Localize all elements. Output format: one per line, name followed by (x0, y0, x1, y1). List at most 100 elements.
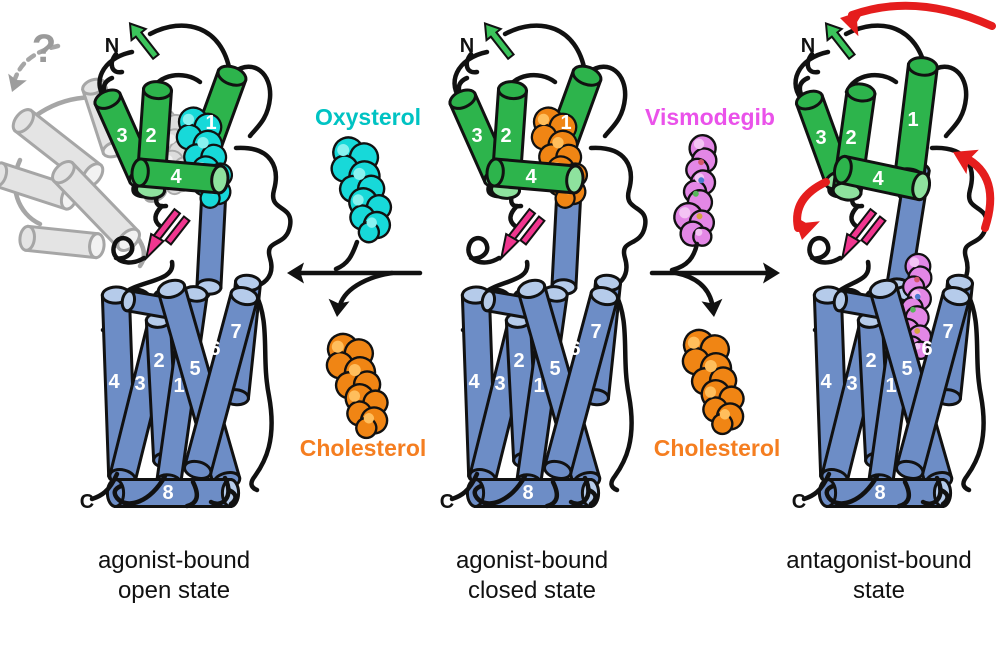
crd-domain-middle: 1 23 4 (448, 22, 603, 209)
tm-helix-6-right (894, 285, 972, 481)
red-arrow-top (848, 1, 996, 30)
n-terminus-middle: N (460, 35, 474, 57)
crd-helix-4-number-middle: 4 (525, 166, 537, 188)
crd-helix-3-number-middle: 3 (471, 125, 482, 147)
tm-helix-4-number-middle: 4 (468, 371, 480, 393)
loop-front-right-0 (801, 471, 832, 502)
cholesterol-left-molecule (325, 332, 389, 440)
reaction-left-arrowhead (287, 262, 304, 284)
loop-front-right-4 (938, 487, 950, 507)
tm-helix-6-middle (542, 285, 620, 481)
loop-middle-10 (588, 145, 648, 291)
loop-front-middle-1 (472, 473, 528, 506)
loop-middle-8 (466, 235, 502, 265)
tm-helix-3-number-left: 3 (134, 373, 145, 395)
crd-helix-3-number-right: 3 (815, 127, 826, 149)
loop-right-11 (927, 64, 969, 139)
crd-helix-1-number-right: 1 (907, 109, 918, 131)
crd-helix-1-number-middle: 1 (560, 112, 571, 134)
crd-helix-2-number-right: 2 (845, 127, 856, 149)
loop-front-middle-3 (568, 475, 591, 506)
tm-helix-4-number-right: 4 (820, 371, 832, 393)
middle-state-line1: agonist-bound (456, 547, 608, 574)
n-terminus-left: N (105, 35, 119, 57)
loop-front-left-3 (208, 475, 231, 506)
loop-front-right-3 (920, 475, 943, 506)
middle-state-line2: closed state (468, 577, 596, 604)
vismodegib-label: Vismodegib (645, 104, 775, 130)
tm-helix-1-number-middle: 1 (533, 375, 544, 397)
n-terminus-right: N (801, 35, 815, 57)
tm-helix-7-number-middle: 7 (590, 321, 601, 343)
tm-helix-2-number-right: 2 (865, 350, 876, 372)
reaction-right-down-arrowhead (701, 298, 723, 317)
hinge-hairpin-middle (499, 207, 546, 262)
reaction-right-in-curve (669, 241, 700, 273)
crd-helix-4-left (130, 157, 230, 195)
loop-right-17 (961, 289, 986, 493)
tm-helix-8-number-middle: 8 (522, 482, 533, 504)
n-strand-left (128, 22, 161, 61)
loop-front-left-1 (112, 473, 168, 506)
oxysterol-molecule (330, 136, 393, 244)
loop-left-8 (111, 235, 147, 265)
red-arrow-top-head (840, 9, 865, 37)
loop-front-middle-4 (586, 487, 598, 507)
loop-middle-17 (609, 289, 634, 493)
loop-right-8 (807, 235, 843, 265)
red-arrow-right (960, 153, 995, 232)
loop-left-1 (147, 23, 233, 75)
loop-front-left-4 (226, 487, 238, 507)
red-arrow-left-head (793, 215, 820, 240)
reaction-arrow-left (287, 239, 423, 317)
left-state-line2: open state (118, 577, 230, 604)
reaction-arrow-right (649, 241, 780, 317)
cholesterol-right-label: Cholesterol (654, 435, 781, 461)
crd-helix-4-right (832, 154, 932, 202)
reaction-right-arrowhead (763, 262, 780, 284)
cholesterol-right-molecule (681, 328, 745, 436)
tm-helix-3-number-right: 3 (846, 373, 857, 395)
tm-helix-6-number-left: 6 (209, 338, 220, 360)
loop-right-7 (849, 203, 861, 229)
reaction-left-down-arrowhead (328, 298, 350, 317)
n-strand-middle (483, 22, 516, 61)
crd-helix-2-number-left: 2 (145, 125, 156, 147)
loop-front-left-0 (89, 471, 120, 502)
oxysterol-label: Oxysterol (315, 104, 421, 130)
crd-helix-4-middle (485, 157, 585, 195)
crd-helix-3-number-left: 3 (116, 125, 127, 147)
reaction-left-out-curve (337, 270, 395, 308)
loop-front-right-1 (824, 473, 880, 506)
tm-helix-1-number-right: 1 (885, 375, 896, 397)
loop-left-17 (249, 289, 274, 493)
tm-helix-1-number-left: 1 (173, 375, 184, 397)
loop-middle-1 (502, 23, 588, 75)
crd-helix-2-number-middle: 2 (500, 125, 511, 147)
red-arrow-right-head (953, 149, 979, 175)
tm-helix-6-number-middle: 6 (569, 338, 580, 360)
state-captions: agonist-bound open state agonist-bound clos… (98, 547, 972, 604)
crd-helix-4-number-right: 4 (872, 168, 884, 190)
motion-arrows (793, 1, 996, 240)
loop-middle-7 (508, 203, 520, 229)
left-state-line1: agonist-bound (98, 547, 250, 574)
right-state-line2: state (853, 577, 905, 604)
tm-helix-6-number-right: 6 (921, 338, 932, 360)
tm-helix-8-number-left: 8 (162, 482, 173, 504)
crd-helix-1-number-left: 1 (205, 112, 216, 134)
tm-helix-3-number-middle: 3 (494, 373, 505, 395)
right-state-line1: antagonist-bound (786, 547, 971, 574)
tm-helix-5-number-left: 5 (189, 358, 200, 380)
tm-helix-2-number-middle: 2 (513, 350, 524, 372)
hinge-hairpin-right (840, 207, 887, 262)
loop-front-middle-2 (544, 479, 560, 509)
tm-helix-7-number-right: 7 (942, 321, 953, 343)
loop-front-left-2 (184, 479, 200, 509)
vismodegib-molecule (673, 134, 718, 247)
